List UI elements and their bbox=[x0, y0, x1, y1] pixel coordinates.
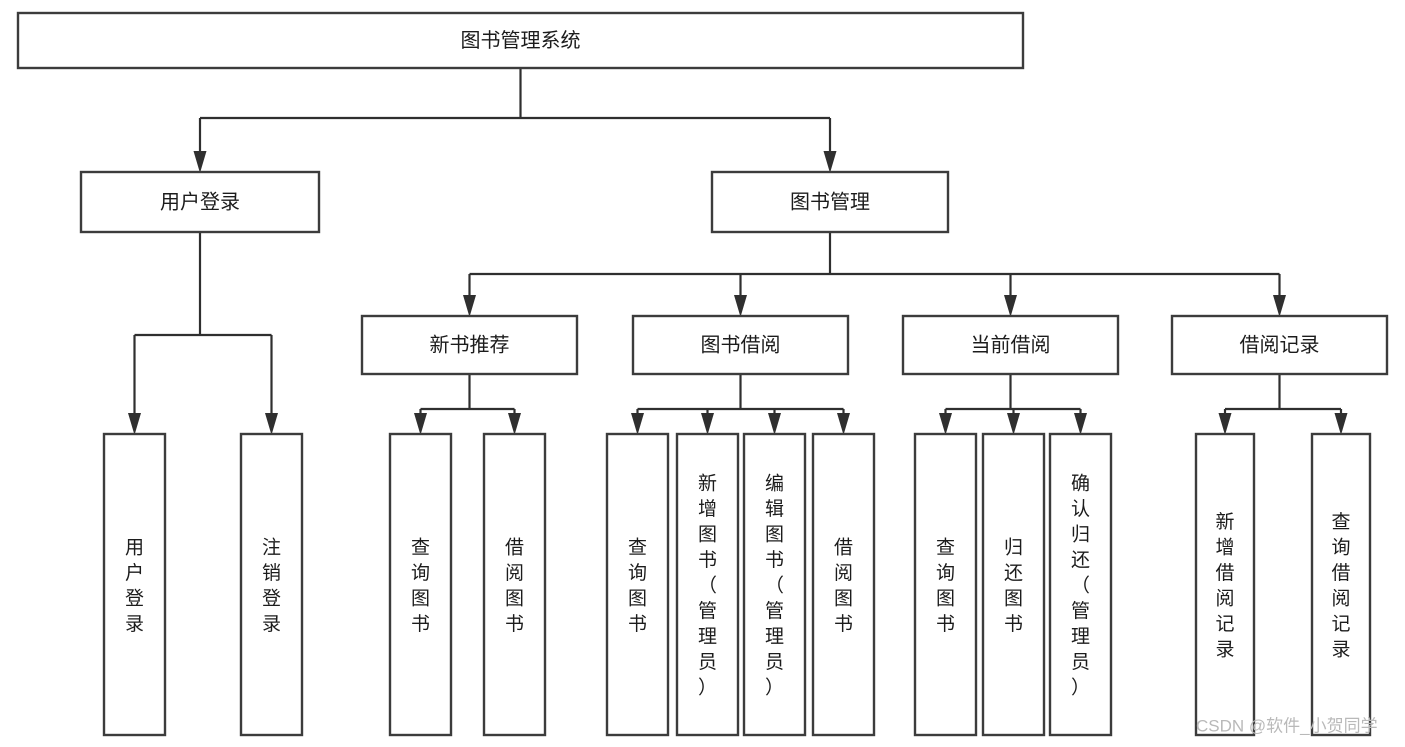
arrow-head-book-borrow bbox=[734, 295, 747, 317]
node-box-leaf-add-book[interactable] bbox=[675, 432, 740, 737]
edges-layer bbox=[128, 68, 1348, 435]
node-label-leaf-query-book-1: 查询图书 bbox=[411, 536, 430, 635]
node-label-leaf-edit-book: 编辑图书（管理员） bbox=[765, 473, 784, 699]
node-leaf-logout[interactable]: 注销登录 bbox=[239, 432, 304, 737]
node-box-leaf-confirm-return[interactable] bbox=[1048, 432, 1113, 737]
node-box-leaf-borrow-book-2[interactable] bbox=[811, 432, 876, 737]
node-leaf-add-book[interactable]: 新增图书（管理员） bbox=[675, 432, 740, 737]
node-label-user-login: 用户登录 bbox=[160, 190, 240, 213]
node-book-manage[interactable]: 图书管理 bbox=[710, 170, 950, 234]
node-user-login[interactable]: 用户登录 bbox=[79, 170, 321, 234]
node-label-book-borrow: 图书借阅 bbox=[701, 333, 781, 356]
node-box-leaf-query-record[interactable] bbox=[1310, 432, 1372, 737]
arrow-head-current-borrow bbox=[1004, 295, 1017, 317]
node-box-leaf-add-record[interactable] bbox=[1194, 432, 1256, 737]
node-label-leaf-add-book: 新增图书（管理员） bbox=[698, 473, 717, 699]
node-leaf-borrow-book-2[interactable]: 借阅图书 bbox=[811, 432, 876, 737]
node-label-leaf-borrow-book-2: 借阅图书 bbox=[834, 536, 853, 635]
arrow-head-borrow-record bbox=[1273, 295, 1286, 317]
node-box-leaf-logout[interactable] bbox=[239, 432, 304, 737]
node-label-leaf-logout: 注销登录 bbox=[262, 536, 281, 635]
edge-group-book-manage bbox=[463, 232, 1286, 317]
arrow-head-leaf-query-book-2 bbox=[631, 413, 644, 435]
node-label-leaf-query-record: 查询借阅记录 bbox=[1331, 511, 1350, 661]
arrow-head-leaf-confirm-return bbox=[1074, 413, 1087, 435]
node-box-current-borrow[interactable] bbox=[901, 314, 1120, 376]
arrow-head-user-login bbox=[193, 151, 207, 173]
node-label-leaf-confirm-return: 确认归还（管理员） bbox=[1071, 473, 1090, 699]
edge-group-borrow-record bbox=[1218, 374, 1348, 435]
node-box-borrow-record[interactable] bbox=[1170, 314, 1389, 376]
node-label-leaf-return-book: 归还图书 bbox=[1004, 536, 1023, 635]
node-box-leaf-user-login[interactable] bbox=[102, 432, 167, 737]
node-box-leaf-query-book-3[interactable] bbox=[913, 432, 978, 737]
node-leaf-query-book-3[interactable]: 查询图书 bbox=[913, 432, 978, 737]
node-leaf-borrow-book-1[interactable]: 借阅图书 bbox=[482, 432, 547, 737]
edge-group-user-login bbox=[128, 232, 278, 435]
arrow-head-leaf-borrow-book-1 bbox=[508, 413, 521, 435]
node-leaf-add-record[interactable]: 新增借阅记录 bbox=[1194, 432, 1256, 737]
node-leaf-user-login[interactable]: 用户登录 bbox=[102, 432, 167, 737]
node-leaf-query-book-1[interactable]: 查询图书 bbox=[388, 432, 453, 737]
node-label-leaf-add-record: 新增借阅记录 bbox=[1215, 511, 1234, 661]
node-label-root: 图书管理系统 bbox=[461, 29, 581, 52]
node-box-leaf-query-book-1[interactable] bbox=[388, 432, 453, 737]
node-borrow-record[interactable]: 借阅记录 bbox=[1170, 314, 1389, 376]
csdn-watermark: CSDN @软件_小贺同学 bbox=[1196, 716, 1378, 735]
arrow-head-leaf-query-book-1 bbox=[414, 413, 427, 435]
node-label-leaf-query-book-3: 查询图书 bbox=[936, 536, 955, 635]
node-new-book-rec[interactable]: 新书推荐 bbox=[360, 314, 579, 376]
arrow-head-leaf-return-book bbox=[1007, 413, 1020, 435]
node-box-leaf-edit-book[interactable] bbox=[742, 432, 807, 737]
node-box-user-login[interactable] bbox=[79, 170, 321, 234]
node-box-book-borrow[interactable] bbox=[631, 314, 850, 376]
arrow-head-new-book-rec bbox=[463, 295, 476, 317]
arrow-head-leaf-query-record bbox=[1334, 413, 1348, 435]
arrow-head-leaf-add-book bbox=[701, 413, 714, 435]
edge-group-root bbox=[193, 68, 837, 173]
node-leaf-return-book[interactable]: 归还图书 bbox=[981, 432, 1046, 737]
node-label-leaf-user-login: 用户登录 bbox=[125, 537, 144, 635]
arrow-head-leaf-query-book-3 bbox=[939, 413, 952, 435]
node-box-leaf-return-book[interactable] bbox=[981, 432, 1046, 737]
node-label-leaf-query-book-2: 查询图书 bbox=[628, 536, 647, 635]
node-leaf-edit-book[interactable]: 编辑图书（管理员） bbox=[742, 432, 807, 737]
node-box-leaf-query-book-2[interactable] bbox=[605, 432, 670, 737]
node-box-leaf-borrow-book-1[interactable] bbox=[482, 432, 547, 737]
arrow-head-book-manage bbox=[823, 151, 837, 173]
node-box-new-book-rec[interactable] bbox=[360, 314, 579, 376]
arrow-head-leaf-borrow-book-2 bbox=[837, 413, 850, 435]
arrow-head-leaf-logout bbox=[265, 413, 278, 435]
node-label-borrow-record: 借阅记录 bbox=[1240, 333, 1320, 356]
arrow-head-leaf-edit-book bbox=[768, 413, 781, 435]
node-root[interactable]: 图书管理系统 bbox=[16, 11, 1025, 70]
node-leaf-confirm-return[interactable]: 确认归还（管理员） bbox=[1048, 432, 1113, 737]
node-leaf-query-book-2[interactable]: 查询图书 bbox=[605, 432, 670, 737]
nodes-layer: 图书管理系统用户登录图书管理新书推荐图书借阅当前借阅借阅记录用户登录注销登录查询… bbox=[16, 11, 1389, 737]
node-box-book-manage[interactable] bbox=[710, 170, 950, 234]
node-book-borrow[interactable]: 图书借阅 bbox=[631, 314, 850, 376]
node-current-borrow[interactable]: 当前借阅 bbox=[901, 314, 1120, 376]
node-label-new-book-rec: 新书推荐 bbox=[430, 333, 510, 356]
node-leaf-query-record[interactable]: 查询借阅记录 bbox=[1310, 432, 1372, 737]
edge-group-new-book-rec bbox=[414, 374, 521, 435]
watermark-layer: CSDN @软件_小贺同学 bbox=[1196, 716, 1378, 735]
node-box-root[interactable] bbox=[16, 11, 1025, 70]
node-label-book-manage: 图书管理 bbox=[790, 190, 870, 213]
arrow-head-leaf-user-login bbox=[128, 413, 141, 435]
arrow-head-leaf-add-record bbox=[1218, 413, 1232, 435]
edge-group-current-borrow bbox=[939, 374, 1087, 435]
edge-group-book-borrow bbox=[631, 374, 850, 435]
node-label-leaf-borrow-book-1: 借阅图书 bbox=[505, 536, 524, 635]
node-label-current-borrow: 当前借阅 bbox=[971, 333, 1051, 356]
